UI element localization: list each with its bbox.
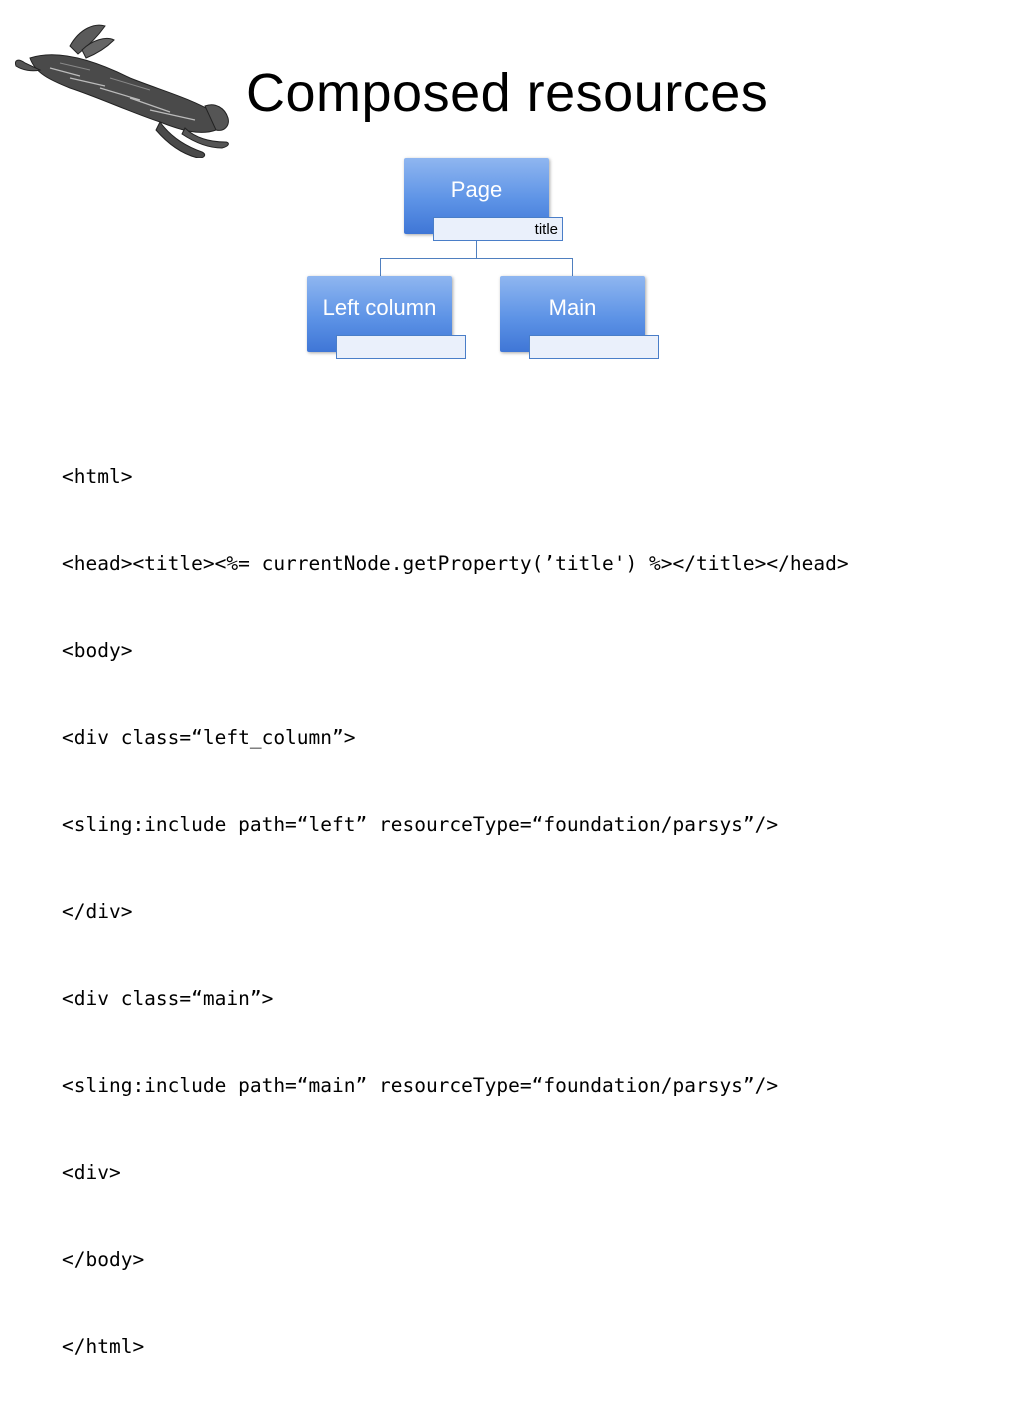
code-line: <div class=“left_column”> (62, 726, 356, 749)
resource-tree-diagram: Page title Left column Main (0, 0, 1024, 400)
left-column-node-label: Left column (322, 295, 437, 320)
slide-title: Composed resources (246, 63, 769, 123)
page-title-property-label: title (534, 220, 558, 238)
code-line: </body> (62, 1248, 145, 1271)
code-line: <sling:include path=“main” resourceType=… (62, 1074, 779, 1097)
code-line: <body> (62, 639, 133, 662)
main-subslot (529, 335, 659, 359)
code-line: <html> (62, 465, 133, 488)
connector-main-down (572, 258, 573, 276)
connector-horizontal (380, 258, 573, 259)
code-line: <div class=“main”> (62, 987, 274, 1010)
code-line: </html> (62, 1335, 145, 1358)
code-line: <div> (62, 1161, 121, 1184)
page-title-property: title (433, 217, 563, 241)
connector-page-down (476, 240, 477, 259)
code-listing: <html> <head><title><%= currentNode.getP… (62, 404, 849, 1419)
code-line: <head><title><%= currentNode.getProperty… (62, 552, 849, 575)
main-node-label: Main (548, 295, 597, 320)
connector-left-down (380, 258, 381, 276)
page-node-label: Page (450, 177, 503, 202)
slide: Composed resources Page title Left colum… (0, 0, 1024, 1358)
left-column-subslot (336, 335, 466, 359)
code-line: <sling:include path=“left” resourceType=… (62, 813, 779, 836)
code-line: </div> (62, 900, 133, 923)
leaping-hare-icon (15, 24, 229, 158)
